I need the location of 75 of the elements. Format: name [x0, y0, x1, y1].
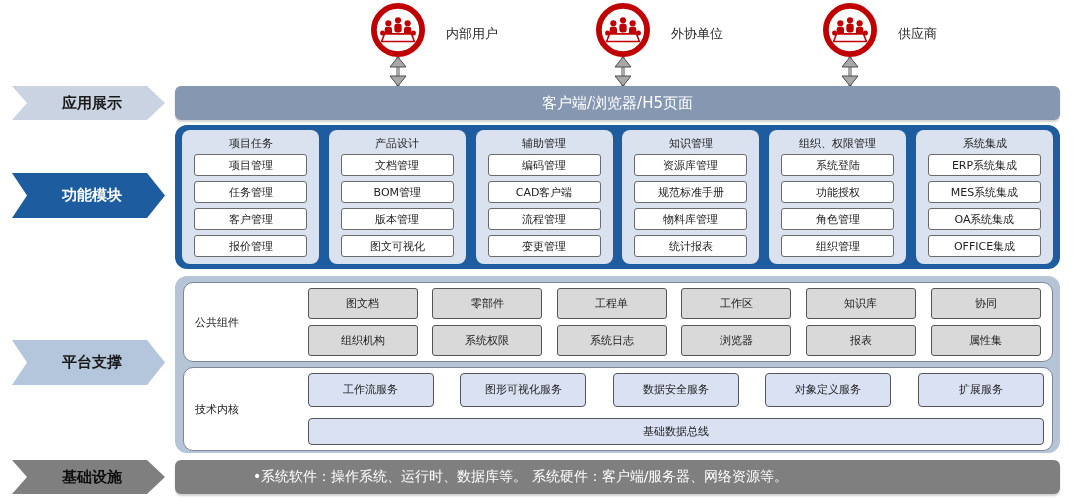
column-heading: 产品设计	[374, 136, 421, 151]
layer-bar: •系统软件：操作系统、运行时、数据库等。 系统硬件：客户端/服务器、网络资源等。	[175, 460, 1060, 494]
module-column	[475, 130, 613, 264]
component-box: 知识库	[805, 287, 916, 319]
panel-label: 技术内核	[195, 401, 239, 417]
component-box: 工作区	[681, 287, 792, 319]
component-panel	[183, 282, 1053, 362]
component-box: 系统权限	[432, 324, 543, 356]
component-box: 系统日志	[556, 324, 667, 356]
component-box: 属性集	[930, 324, 1041, 356]
component-box: 协同	[930, 287, 1041, 319]
module-column	[769, 130, 907, 264]
service-box: 对象定义服务	[765, 372, 892, 407]
component-box: 浏览器	[681, 324, 792, 356]
module-box: 项目管理	[194, 154, 307, 176]
section-chevron: 应用展示	[12, 86, 165, 120]
module-box: 功能授权	[781, 181, 895, 203]
component-box: 图文档	[307, 287, 418, 319]
module-box: 角色管理	[781, 208, 895, 230]
module-box: 报价管理	[194, 235, 307, 257]
module-box: CAD客户端	[487, 181, 601, 203]
module-column	[622, 130, 760, 264]
column-heading: 系统集成	[961, 136, 1008, 151]
module-box: OA系统集成	[928, 208, 1041, 230]
user-group-label: 内部用户	[446, 25, 498, 43]
meeting-icon	[823, 3, 877, 57]
module-box: MES系统集成	[928, 181, 1041, 203]
module-box: 组织管理	[781, 235, 895, 257]
module-box: 变更管理	[487, 235, 601, 257]
module-column	[328, 130, 466, 264]
panel-label: 公共组件	[195, 314, 239, 330]
module-box: ERP系统集成	[928, 154, 1041, 176]
service-box: 图形可视化服务	[460, 372, 587, 407]
column-heading: 组织、权限管理	[798, 136, 878, 151]
service-box: 扩展服务	[917, 372, 1044, 407]
meeting-icon	[596, 3, 650, 57]
layer-bar: 客户端/浏览器/H5页面	[175, 86, 1060, 120]
user-group-label: 外协单位	[671, 25, 723, 43]
column-heading: 知识管理	[667, 136, 714, 151]
module-column	[916, 130, 1053, 264]
module-box: 编码管理	[487, 154, 601, 176]
service-box: 基础数据总线	[307, 417, 1044, 445]
platform-frame	[175, 276, 1060, 453]
module-box: 规范标准手册	[634, 181, 748, 203]
column-heading: 项目任务	[227, 136, 274, 151]
module-frame	[175, 125, 1060, 269]
module-box: 流程管理	[487, 208, 601, 230]
service-box: 工作流服务	[307, 372, 434, 407]
module-box: 物料库管理	[634, 208, 748, 230]
section-chevron: 平台支撑	[12, 340, 165, 385]
module-box: OFFICE集成	[928, 235, 1041, 257]
component-box: 工程单	[556, 287, 667, 319]
module-box: 文档管理	[340, 154, 454, 176]
module-box: 版本管理	[340, 208, 454, 230]
user-group-label: 供应商	[898, 25, 937, 43]
column-heading: 辅助管理	[521, 136, 568, 151]
double-arrow	[614, 56, 632, 87]
section-chevron: 功能模块	[12, 173, 165, 218]
module-box: 系统登陆	[781, 154, 895, 176]
module-box: 统计报表	[634, 235, 748, 257]
meeting-icon	[371, 3, 425, 57]
module-box: 图文可视化	[340, 235, 454, 257]
module-box: BOM管理	[340, 181, 454, 203]
section-chevron: 基础设施	[12, 460, 165, 494]
service-box: 数据安全服务	[612, 372, 739, 407]
module-box: 客户管理	[194, 208, 307, 230]
module-column	[182, 130, 319, 264]
component-box: 报表	[805, 324, 916, 356]
double-arrow	[389, 56, 407, 87]
component-box: 零部件	[432, 287, 543, 319]
component-box: 组织机构	[307, 324, 418, 356]
double-arrow	[841, 56, 859, 87]
core-panel	[183, 367, 1053, 451]
module-box: 任务管理	[194, 181, 307, 203]
module-box: 资源库管理	[634, 154, 748, 176]
